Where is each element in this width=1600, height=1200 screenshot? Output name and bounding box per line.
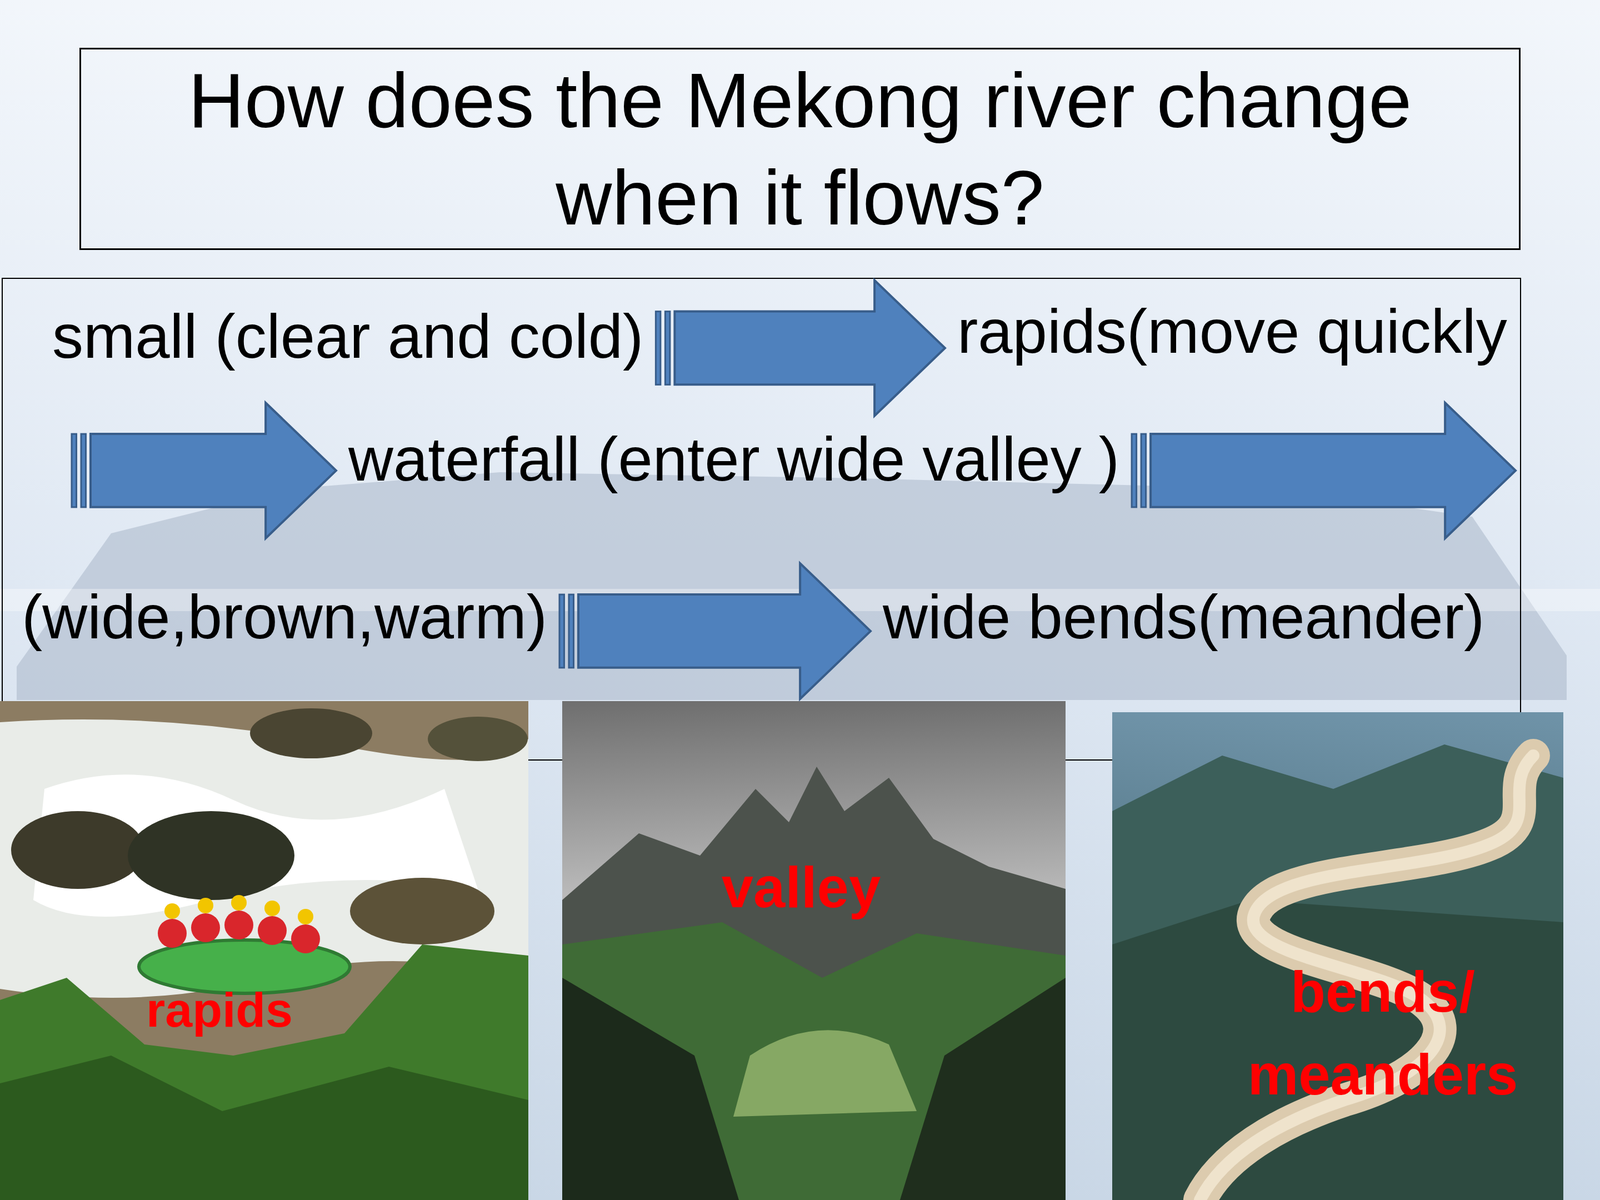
arrow-tail-stripe <box>71 433 77 508</box>
step-text: wide bends(meander) <box>882 580 1485 655</box>
arrow-body <box>578 563 871 699</box>
block-arrow <box>1131 402 1516 539</box>
arrow-body <box>90 402 337 539</box>
flow-step: waterfall (enter wide valley ) <box>345 421 1123 498</box>
step-text: small (clear and cold) <box>52 299 644 374</box>
valley-photo <box>562 701 1066 1200</box>
step-text: (wide,brown,warm) <box>21 580 548 655</box>
arrow-body <box>1150 402 1516 539</box>
content-frame <box>2 278 1521 760</box>
arrow-tail-stripe <box>655 311 661 385</box>
arrow-tail-stripe <box>1141 433 1147 508</box>
arrow-tail-stripe <box>1131 433 1137 508</box>
step-text: rapids(move quickly <box>957 294 1508 369</box>
rapids-photo <box>0 701 529 1200</box>
flow-step: rapids(move quickly <box>953 293 1511 370</box>
title-box: How does the Mekong river change when it… <box>79 47 1521 250</box>
flow-step: wide bends(meander) <box>879 578 1488 656</box>
step-text: waterfall (enter wide valley ) <box>348 422 1120 497</box>
photo-label: bends/ meanders <box>1188 950 1578 1117</box>
block-arrow <box>71 402 337 539</box>
arrow-tail-stripe <box>665 311 670 385</box>
flow-step: (wide,brown,warm) <box>18 578 551 656</box>
meanders-photo <box>1112 712 1564 1200</box>
flow-step: small (clear and cold) <box>48 298 647 375</box>
arrow-tail-stripe <box>559 594 565 668</box>
arrow-tail-stripe <box>81 433 87 508</box>
arrow-tail-stripe <box>568 594 574 668</box>
arrow-body <box>674 280 945 416</box>
photo-label: valley <box>606 846 996 929</box>
block-arrow <box>655 280 945 416</box>
block-arrow <box>559 563 871 699</box>
slide-title: How does the Mekong river change when it… <box>92 51 1508 247</box>
photo-label: rapids <box>25 974 414 1046</box>
